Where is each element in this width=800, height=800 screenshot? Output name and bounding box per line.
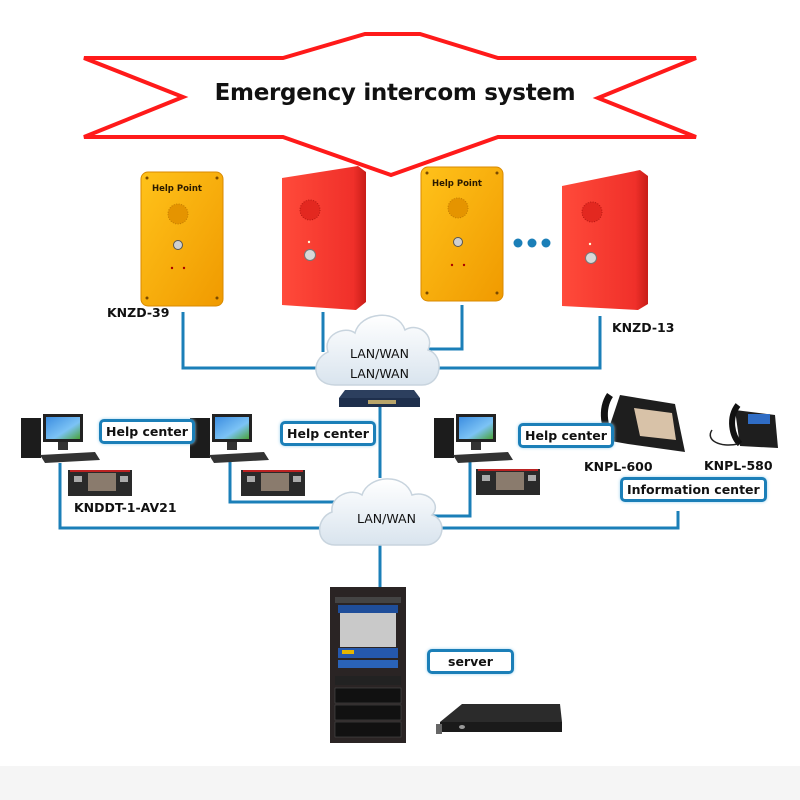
phone-model-label-knpl-580: KNPL-580 (704, 458, 773, 473)
intercom-3-face-label: Help Point (432, 179, 482, 189)
pc-2-icon (190, 414, 269, 463)
information-center-callout: Information center (620, 477, 767, 502)
pc-1-icon (21, 414, 100, 463)
help-center-callout-3: Help center (518, 423, 614, 448)
footer-band (0, 766, 800, 800)
server-rack-icon (330, 587, 406, 743)
lower-cloud-label: LAN/WAN (357, 511, 416, 526)
upper-cloud-icon (315, 314, 440, 386)
intercom-knzd-39 (140, 171, 224, 307)
network-switch-icon (339, 390, 420, 407)
lower-cloud-icon (318, 478, 443, 546)
dispatch-console-2-icon (241, 470, 305, 496)
console-model-label: KNDDT-1-AV21 (74, 500, 177, 515)
intercom-1-face-label: Help Point (152, 184, 202, 194)
more-devices-dots-icon (513, 238, 551, 248)
pc-3-icon (434, 414, 513, 463)
intercom-yellow-2 (420, 166, 504, 302)
lower-cables (58, 462, 680, 588)
help-center-callout-1: Help center (99, 419, 195, 444)
dispatch-console-3-icon (476, 469, 540, 495)
video-phone-knpl-600-icon (600, 393, 685, 452)
page-title: Emergency intercom system (214, 80, 576, 106)
intercom-red-1 (282, 166, 366, 310)
server-callout: server (427, 649, 514, 674)
ip-phone-knpl-580-icon (709, 403, 778, 448)
phone-model-label-knpl-600: KNPL-600 (584, 459, 653, 474)
intercom-model-label-knzd-13: KNZD-13 (612, 320, 675, 335)
upper-cables (181, 305, 602, 478)
upper-cloud-label-2: LAN/WAN (350, 366, 409, 381)
dispatch-console-1-icon (68, 470, 132, 496)
intercom-model-label-knzd-39: KNZD-39 (107, 305, 170, 320)
intercom-knzd-13 (562, 170, 648, 310)
title-star-banner (83, 32, 697, 178)
help-center-callout-2: Help center (280, 421, 376, 446)
upper-cloud-label-1: LAN/WAN (350, 346, 409, 361)
rackmount-server-icon (436, 704, 562, 734)
